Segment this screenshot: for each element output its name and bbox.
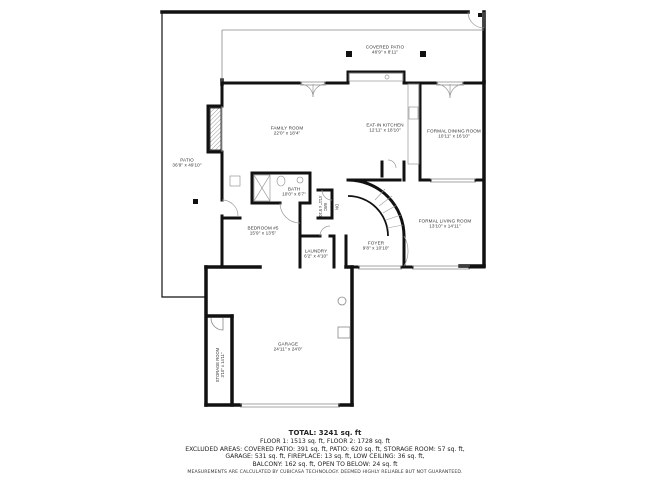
room-laundry: LAUNDRY 6'2" x 4'10" bbox=[304, 249, 328, 260]
room-name: EAT-IN KITCHEN bbox=[366, 122, 404, 128]
room-dimensions: 10'11" x 16'10" bbox=[438, 134, 470, 139]
room-name: FORMAL LIVING ROOM bbox=[418, 218, 472, 224]
patio-posts bbox=[193, 13, 482, 204]
room-storage-room: STORAGE ROOM 3'10" x 14'11" bbox=[215, 348, 225, 383]
house-walls bbox=[206, 70, 486, 269]
covered-patio-edges bbox=[221, 29, 484, 82]
room-dimensions: 24'11" x 24'0" bbox=[273, 347, 303, 352]
stair-label-text: DN bbox=[334, 203, 340, 211]
room-dimensions: 13'10" x 14'11" bbox=[429, 224, 461, 229]
room-dimensions: 3'10" x 14'11" bbox=[220, 352, 225, 378]
room-bath: BATH 10'0" x 6'7" bbox=[282, 187, 306, 198]
bath-fixtures bbox=[229, 174, 304, 202]
room-wic: WIC 4'11" x 5'10" bbox=[318, 196, 328, 219]
patio-outline bbox=[161, 12, 206, 298]
room-name: FAMILY ROOM bbox=[270, 125, 304, 131]
room-name: WIC bbox=[323, 202, 328, 212]
room-name: FOYER bbox=[367, 240, 385, 246]
windows bbox=[221, 81, 476, 270]
room-name: FORMAL DINING ROOM bbox=[427, 128, 481, 134]
room-dimensions: 46'9" x 8'11" bbox=[371, 50, 399, 55]
excluded-areas-line-2: GARAGE: 531 sq. ft, FIREPLACE: 13 sq. ft… bbox=[225, 453, 425, 460]
room-dimensions: 4'11" x 5'10" bbox=[318, 195, 323, 219]
excluded-areas-line-3: BALCONY: 162 sq. ft, OPEN TO BELOW: 24 s… bbox=[252, 460, 398, 468]
room-dimensions: 12'11" x 18'10" bbox=[369, 128, 401, 133]
total-area: TOTAL: 3241 sq. ft bbox=[288, 429, 362, 437]
door-swings bbox=[221, 11, 485, 267]
room-name: GARAGE bbox=[277, 341, 299, 347]
room-formal-living-room: FORMAL LIVING ROOM 13'10" x 14'11" bbox=[419, 219, 472, 230]
curved-staircase bbox=[347, 178, 406, 237]
room-dimensions: 9'8" x 10'10" bbox=[362, 246, 390, 251]
room-covered-patio: COVERED PATIO 46'9" x 8'11" bbox=[366, 45, 404, 56]
room-name: PATIO bbox=[180, 157, 194, 163]
garage-walls bbox=[204, 265, 354, 407]
garage-door bbox=[210, 296, 351, 408]
room-dimensions: 22'0" x 18'4" bbox=[273, 131, 301, 136]
room-garage: GARAGE 24'11" x 24'0" bbox=[274, 342, 303, 353]
stair-direction-label: DN bbox=[335, 204, 340, 210]
room-formal-dining-room: FORMAL DINING ROOM 10'11" x 16'10" bbox=[427, 129, 481, 140]
measurement-disclaimer: MEASUREMENTS ARE CALCULATED BY CUBICASA … bbox=[187, 470, 463, 475]
kitchen-counter bbox=[348, 72, 420, 165]
room-name: LAUNDRY bbox=[304, 248, 328, 254]
room-bedroom-5: BEDROOM #5 15'9" x 13'5" bbox=[247, 226, 278, 237]
room-dimensions: 36'9" x 49'10" bbox=[172, 163, 202, 168]
room-dimensions: 15'9" x 13'5" bbox=[249, 231, 277, 236]
room-dimensions: 10'0" x 6'7" bbox=[282, 192, 306, 197]
fireplace bbox=[209, 107, 222, 151]
room-name: COVERED PATIO bbox=[365, 44, 405, 50]
room-foyer: FOYER 9'8" x 10'10" bbox=[363, 241, 390, 252]
room-dimensions: 6'2" x 4'10" bbox=[304, 254, 328, 259]
room-family-room: FAMILY ROOM 22'0" x 18'4" bbox=[271, 126, 304, 137]
floor-areas: FLOOR 1: 1513 sq. ft, FLOOR 2: 1728 sq. … bbox=[259, 438, 391, 445]
room-name: BEDROOM #5 bbox=[247, 225, 279, 231]
excluded-areas-line-1: EXCLUDED AREAS: COVERED PATIO: 391 sq. f… bbox=[185, 445, 465, 453]
room-patio: PATIO 36'9" x 49'10" bbox=[172, 158, 201, 169]
room-eat-in-kitchen: EAT-IN KITCHEN 12'11" x 18'10" bbox=[366, 123, 403, 134]
room-name: BATH bbox=[287, 186, 301, 192]
